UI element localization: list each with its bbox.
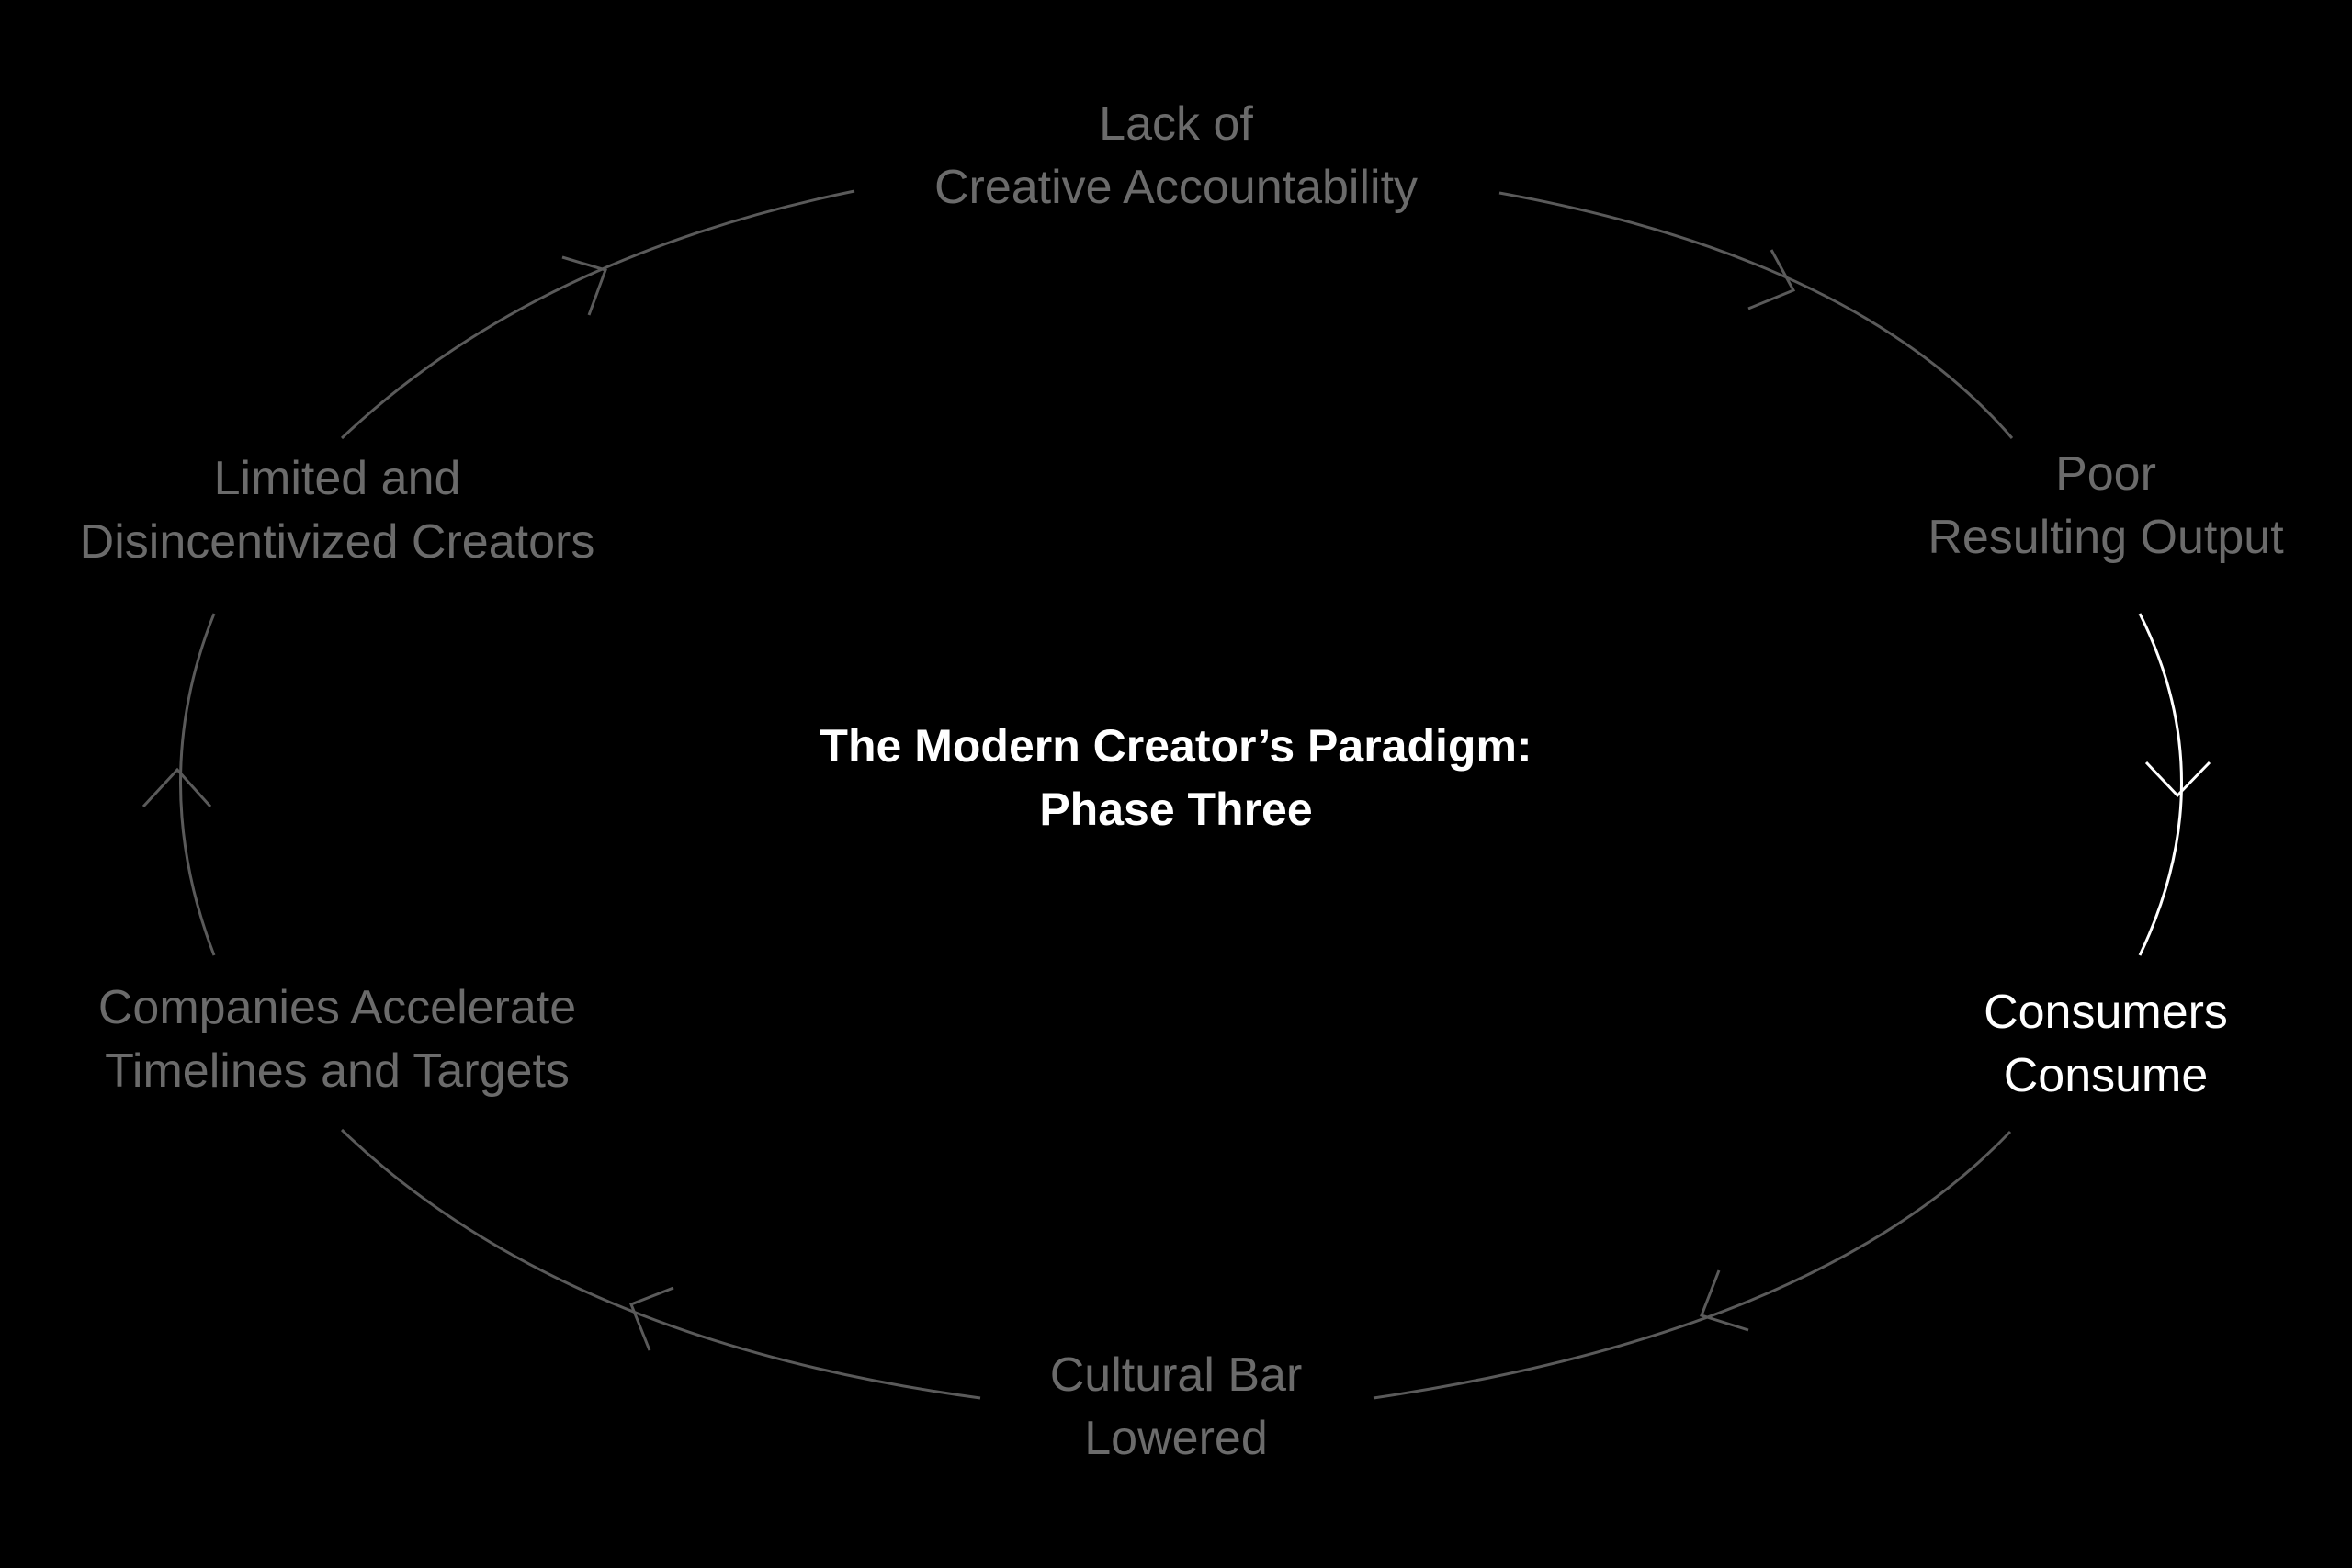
connector-arc-bottom-right-to-bottom [1373, 1130, 2012, 1400]
connector-arc-bottom-to-bottom-left [340, 1128, 981, 1400]
node-label-line-1: Companies Accelerate [97, 981, 577, 1034]
node-label-line-1: Consumers [1984, 986, 2228, 1039]
arrow-head-left-icon [629, 1286, 674, 1351]
node-companies-accelerate-timelines: Companies Accelerate Timelines and Targe… [98, 976, 576, 1103]
node-label-line-2: Resulting Output [1928, 511, 2284, 564]
node-lack-of-creative-accountability: Lack of Creative Accountability [934, 93, 1418, 220]
node-label-line-2: Consume [2003, 1049, 2209, 1102]
arrow-head-right-icon [1747, 249, 1796, 310]
node-consumers-consume: Consumers Consume [1984, 981, 2228, 1108]
node-label-line-1: Cultural Bar [1049, 1348, 1303, 1402]
arrow-head-left-icon [1700, 1269, 1749, 1332]
node-poor-resulting-output: Poor Resulting Output [1928, 443, 2283, 570]
node-cultural-bar-lowered: Cultural Bar Lowered [1050, 1344, 1303, 1471]
node-label-line-1: Poor [2055, 447, 2156, 501]
node-label-line-1: Lack of [1099, 97, 1253, 151]
connector-arc-top-to-top-right [1498, 191, 2014, 439]
connector-arc-bottom-left-to-top-left [179, 613, 216, 956]
node-label-line-2: Creative Accountability [933, 161, 1419, 214]
node-label-line-2: Disincentivized Creators [79, 515, 595, 569]
connector-arc-top-left-to-top [340, 189, 855, 440]
node-label-line-2: Timelines and Targets [105, 1044, 570, 1098]
arrow-head-up-icon [141, 767, 212, 808]
node-label-line-1: Limited and [213, 452, 461, 505]
diagram-title-line-1: The Modern Creator’s Paradigm: [820, 720, 1532, 772]
node-limited-and-disincentivized-creators: Limited and Disincentivized Creators [80, 447, 595, 574]
connector-arc-top-right-to-bottom-right [2138, 613, 2183, 956]
arrow-head-right-icon [561, 255, 607, 316]
diagram-title: The Modern Creator’s Paradigm: Phase Thr… [820, 715, 1532, 841]
arrow-head-down-icon [2144, 761, 2211, 798]
node-label-line-2: Lowered [1084, 1412, 1268, 1465]
diagram-title-line-2: Phase Three [1039, 784, 1313, 835]
